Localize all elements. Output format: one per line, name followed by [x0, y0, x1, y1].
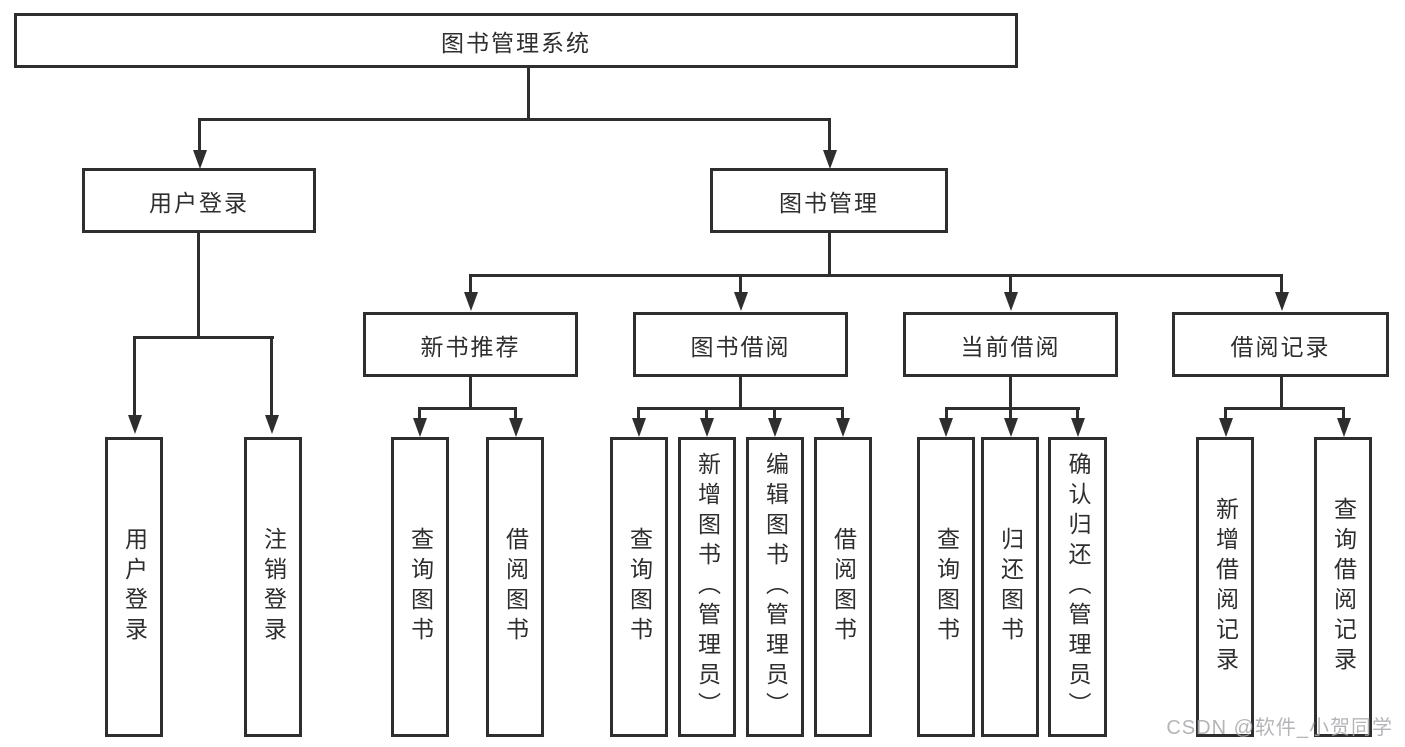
- node-current-borrow: 当前借阅: [903, 312, 1118, 377]
- arrow-down-icon: [1071, 418, 1085, 437]
- connector: [198, 118, 201, 152]
- arrow-down-icon: [1337, 418, 1351, 437]
- leaf-label: 查询图书: [933, 527, 960, 647]
- leaf-current-confirm-return-admin: 确认归还（管理员）: [1048, 437, 1107, 737]
- node-new-book-recommend: 新书推荐: [363, 312, 578, 377]
- leaf-label: 归还图书: [997, 527, 1024, 647]
- leaf-label: 查询图书: [407, 527, 434, 647]
- leaf-current-return-books: 归还图书: [981, 437, 1039, 737]
- connector: [1342, 407, 1345, 420]
- node-root: 图书管理系统: [14, 13, 1018, 68]
- arrow-down-icon: [1004, 418, 1018, 437]
- node-label: 图书借阅: [690, 333, 791, 360]
- connector: [828, 232, 831, 276]
- node-book-management: 图书管理: [710, 168, 948, 233]
- leaf-user-login: 用户登录: [105, 437, 163, 737]
- connector: [1280, 274, 1283, 295]
- connector: [469, 376, 472, 410]
- connector: [514, 407, 517, 420]
- node-root-label: 图书管理系统: [441, 29, 591, 56]
- arrow-down-icon: [464, 292, 478, 311]
- connector: [1076, 407, 1079, 420]
- leaf-label: 查询图书: [626, 527, 653, 647]
- node-label: 新书推荐: [420, 333, 521, 360]
- node-user-login: 用户登录: [82, 168, 316, 233]
- node-label: 当前借阅: [960, 333, 1061, 360]
- leaf-recommend-query-books: 查询图书: [391, 437, 449, 737]
- arrow-down-icon: [1219, 418, 1233, 437]
- connector: [637, 407, 640, 420]
- connector: [945, 407, 948, 420]
- arrow-down-icon: [939, 418, 953, 437]
- node-borrow-records: 借阅记录: [1172, 312, 1389, 377]
- connector: [469, 274, 1283, 277]
- leaf-recommend-borrow-books: 借阅图书: [486, 437, 544, 737]
- connector: [197, 232, 200, 338]
- connector: [133, 336, 274, 339]
- leaf-label: 借阅图书: [830, 527, 857, 647]
- arrow-down-icon: [700, 418, 714, 437]
- leaf-borrow-borrow-books: 借阅图书: [814, 437, 872, 737]
- arrow-down-icon: [265, 415, 279, 434]
- connector: [1224, 407, 1227, 420]
- leaf-logout: 注销登录: [244, 437, 302, 737]
- connector: [828, 118, 831, 152]
- connector: [945, 407, 1080, 410]
- leaf-borrow-add-books-admin: 新增图书（管理员）: [678, 437, 736, 737]
- connector: [469, 274, 472, 295]
- arrow-down-icon: [1004, 292, 1018, 311]
- connector: [1009, 274, 1012, 295]
- connector: [133, 336, 136, 417]
- node-book-management-label: 图书管理: [779, 189, 879, 216]
- leaf-label: 确认归还（管理员）: [1065, 452, 1091, 722]
- connector: [198, 118, 831, 121]
- arrow-down-icon: [823, 150, 837, 169]
- arrow-down-icon: [193, 150, 207, 169]
- connector: [1009, 407, 1012, 420]
- connector: [1280, 376, 1283, 410]
- arrow-down-icon: [509, 418, 523, 437]
- connector: [1224, 407, 1345, 410]
- arrow-down-icon: [632, 418, 646, 437]
- leaf-label: 编辑图书（管理员）: [762, 452, 789, 722]
- connector: [418, 407, 517, 410]
- node-book-borrow: 图书借阅: [633, 312, 848, 377]
- leaf-label: 注销登录: [260, 527, 287, 647]
- connector: [773, 407, 776, 420]
- connector: [739, 376, 742, 410]
- connector: [637, 407, 844, 410]
- connector: [270, 336, 273, 417]
- connector: [527, 68, 530, 118]
- arrow-down-icon: [768, 418, 782, 437]
- arrow-down-icon: [413, 418, 427, 437]
- leaf-label: 借阅图书: [502, 527, 529, 647]
- leaf-label: 新增图书（管理员）: [694, 452, 721, 722]
- node-label: 借阅记录: [1230, 333, 1331, 360]
- leaf-label: 查询借阅记录: [1330, 497, 1357, 677]
- leaf-label: 新增借阅记录: [1212, 497, 1239, 677]
- connector: [841, 407, 844, 420]
- arrow-down-icon: [1275, 292, 1289, 311]
- leaf-records-add-record: 新增借阅记录: [1196, 437, 1254, 737]
- leaf-borrow-edit-books-admin: 编辑图书（管理员）: [746, 437, 804, 737]
- watermark: CSDN @软件_小贺同学: [1166, 717, 1393, 739]
- leaf-current-query-books: 查询图书: [917, 437, 975, 737]
- arrow-down-icon: [836, 418, 850, 437]
- connector: [418, 407, 421, 420]
- leaf-records-query-record: 查询借阅记录: [1314, 437, 1372, 737]
- node-user-login-label: 用户登录: [149, 189, 249, 216]
- leaf-label: 用户登录: [121, 527, 148, 647]
- arrow-down-icon: [734, 292, 748, 311]
- connector: [1009, 376, 1012, 410]
- connector: [739, 274, 742, 295]
- connector: [705, 407, 708, 420]
- arrow-down-icon: [128, 415, 142, 434]
- leaf-borrow-query-books: 查询图书: [610, 437, 668, 737]
